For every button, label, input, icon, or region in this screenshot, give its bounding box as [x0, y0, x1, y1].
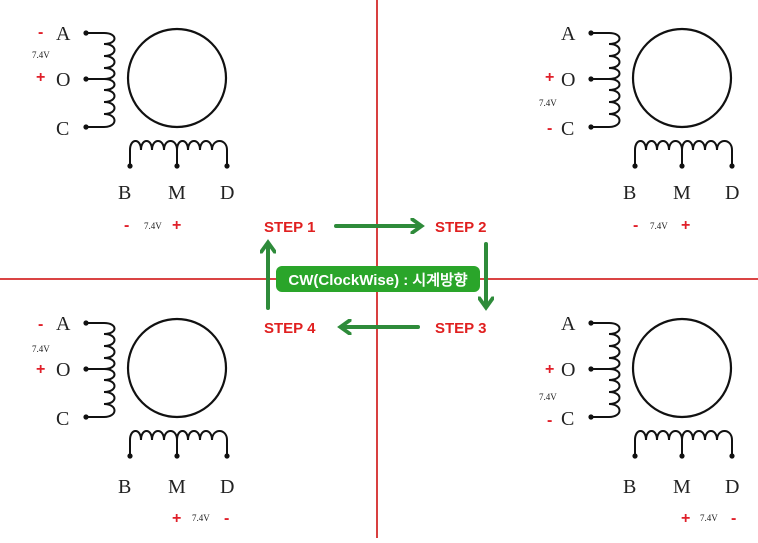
- side-voltage: 7.4V: [32, 344, 50, 354]
- pin-a-label: A: [56, 23, 71, 45]
- cw-caption-badge: [276, 266, 480, 292]
- pin-o-label: O: [56, 359, 70, 381]
- pin-o-label: O: [561, 359, 575, 381]
- side-voltage: 7.4V: [539, 392, 557, 402]
- pin-o-label: O: [561, 69, 575, 91]
- pin-m-label: M: [168, 182, 186, 204]
- sign-o: +: [545, 361, 554, 378]
- sign-c: -: [547, 412, 552, 429]
- bottom-voltage: 7.4V: [700, 513, 718, 523]
- pin-b-label: B: [623, 182, 636, 204]
- step-1-label: STEP 1: [264, 219, 315, 236]
- sign-a: -: [38, 24, 43, 41]
- side-voltage: 7.4V: [539, 98, 557, 108]
- pin-d-label: D: [725, 182, 739, 204]
- pin-c-label: C: [56, 118, 69, 140]
- sign-o: +: [545, 69, 554, 86]
- bottom-right-sign: +: [681, 217, 690, 234]
- bottom-voltage: 7.4V: [650, 221, 668, 231]
- pin-d-label: D: [220, 476, 234, 498]
- bottom-right-sign: -: [731, 510, 736, 527]
- bottom-left-sign: -: [124, 217, 129, 234]
- pin-b-label: B: [118, 182, 131, 204]
- motor-top-left: A O C B M D - + 7.4V - 7.4V +: [32, 23, 234, 234]
- pin-m-label: M: [673, 476, 691, 498]
- pin-d-label: D: [725, 476, 739, 498]
- pin-a-label: A: [56, 313, 71, 335]
- motor-top-right: A O C B M D + - 7.4V - 7.4V +: [539, 23, 739, 234]
- bottom-left-sign: +: [172, 510, 181, 527]
- motor-bottom-right: A O C B M D + - 7.4V + 7.4V -: [539, 313, 739, 527]
- pin-b-label: B: [118, 476, 131, 498]
- bottom-right-sign: +: [172, 217, 181, 234]
- sign-c: -: [547, 120, 552, 137]
- sign-o: +: [36, 361, 45, 378]
- pin-a-label: A: [561, 313, 576, 335]
- side-voltage: 7.4V: [32, 50, 50, 60]
- pin-c-label: C: [561, 118, 574, 140]
- pin-c-label: C: [561, 408, 574, 430]
- pin-a-label: A: [561, 23, 576, 45]
- pin-d-label: D: [220, 182, 234, 204]
- pin-m-label: M: [673, 182, 691, 204]
- pin-m-label: M: [168, 476, 186, 498]
- bottom-voltage: 7.4V: [192, 513, 210, 523]
- cw-caption: CW(ClockWise) : 시계방향: [288, 271, 467, 289]
- pin-o-label: O: [56, 69, 70, 91]
- bottom-left-sign: +: [681, 510, 690, 527]
- bottom-right-sign: -: [224, 510, 229, 527]
- pin-b-label: B: [623, 476, 636, 498]
- step-2-label: STEP 2: [435, 219, 486, 236]
- cw-cycle-arrows: [268, 226, 486, 327]
- bottom-voltage: 7.4V: [144, 221, 162, 231]
- sign-o: +: [36, 69, 45, 86]
- step-4-label: STEP 4: [264, 320, 316, 337]
- sign-a: -: [38, 316, 43, 333]
- motor-bottom-left: A O C B M D - + 7.4V + 7.4V -: [32, 313, 234, 527]
- step-3-label: STEP 3: [435, 320, 486, 337]
- pin-c-label: C: [56, 408, 69, 430]
- bottom-left-sign: -: [633, 217, 638, 234]
